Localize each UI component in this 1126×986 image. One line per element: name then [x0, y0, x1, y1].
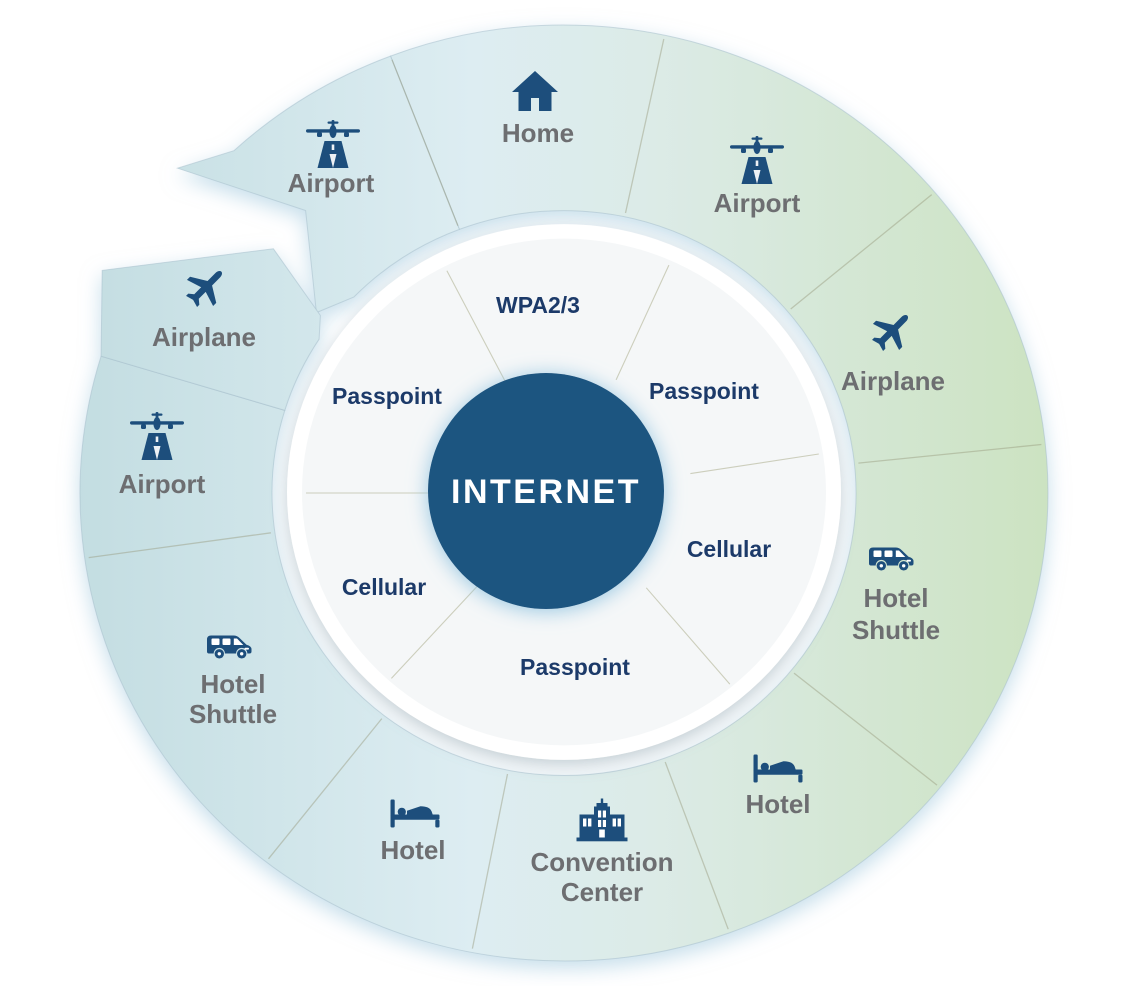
- convention-icon: [576, 798, 628, 842]
- segment-home: Home: [502, 71, 574, 148]
- segment-label-airplane-return: Airplane: [152, 322, 256, 352]
- hotel-icon: [753, 754, 803, 783]
- ring-divider: [793, 672, 938, 786]
- segment-label-hotel-return: Hotel: [381, 835, 446, 865]
- inner-label-cellular: Cellular: [687, 536, 771, 562]
- internet-node: INTERNET: [428, 373, 664, 609]
- airport-icon: [730, 136, 784, 184]
- inner-label-cellular: Cellular: [342, 574, 426, 600]
- disc-divider: [390, 584, 479, 679]
- segment-label-home: Home: [502, 118, 574, 148]
- shuttle-icon: [869, 547, 914, 571]
- ring-divider: [88, 532, 271, 559]
- segment-label-convention-center: Convention: [531, 847, 674, 877]
- inner-label-passpoint: Passpoint: [332, 383, 442, 409]
- segment-label-convention-center: Center: [561, 877, 643, 907]
- segment-hotel-return: Hotel: [381, 799, 446, 865]
- ring-divider: [471, 773, 509, 949]
- inner-label-wpa2-3: WPA2/3: [496, 292, 580, 318]
- segment-label-airport-return: Airport: [119, 469, 206, 499]
- airport-icon: [130, 412, 184, 460]
- segment-airport-return: Airport: [119, 412, 206, 499]
- ring-divider: [391, 59, 459, 227]
- segment-label-hotel-arrive: Hotel: [746, 789, 811, 819]
- internet-circle: [428, 373, 664, 609]
- inner-label-passpoint: Passpoint: [649, 378, 759, 404]
- ring-divider: [267, 718, 383, 860]
- home-icon: [512, 71, 558, 111]
- inner-label-passpoint: Passpoint: [520, 654, 630, 680]
- segment-airplane-return: Airplane: [152, 270, 256, 352]
- segment-airport-depart: Airport: [714, 136, 801, 218]
- airport-icon: [306, 120, 360, 168]
- ring-segment-airport-top-left: [175, 55, 461, 314]
- disc-divider: [690, 453, 819, 475]
- segment-label-hotel-shuttle-return: Shuttle: [189, 699, 277, 729]
- ring-divider: [858, 443, 1042, 464]
- ring-divider: [664, 761, 729, 930]
- airplane-icon: [872, 314, 909, 351]
- airplane-icon: [186, 270, 223, 307]
- segment-airport-home: Airport: [288, 120, 375, 198]
- ring-divider: [790, 194, 933, 310]
- segment-airplane-outbound: Airplane: [841, 314, 945, 396]
- segment-label-airport-home: Airport: [288, 168, 375, 198]
- outer-ring: [79, 24, 1049, 962]
- center-label: INTERNET: [451, 473, 641, 511]
- segment-label-airport-depart: Airport: [714, 188, 801, 218]
- ring-band: [79, 24, 1049, 962]
- disc-divider: [645, 587, 731, 685]
- shuttle-icon: [207, 635, 252, 659]
- disc-divider: [615, 264, 670, 381]
- segment-label-hotel-shuttle-return: Hotel: [201, 669, 266, 699]
- ring-divider: [624, 38, 665, 214]
- ring-arrowhead-airplane: [100, 248, 321, 412]
- disc-divider: [446, 270, 507, 383]
- segment-label-airplane-outbound: Airplane: [841, 366, 945, 396]
- segment-label-hotel-shuttle-arrive: Hotel: [864, 583, 929, 613]
- hotel-icon: [390, 799, 440, 828]
- segment-hotel-arrive: Hotel: [746, 754, 811, 819]
- segment-label-hotel-shuttle-arrive: Shuttle: [852, 615, 940, 645]
